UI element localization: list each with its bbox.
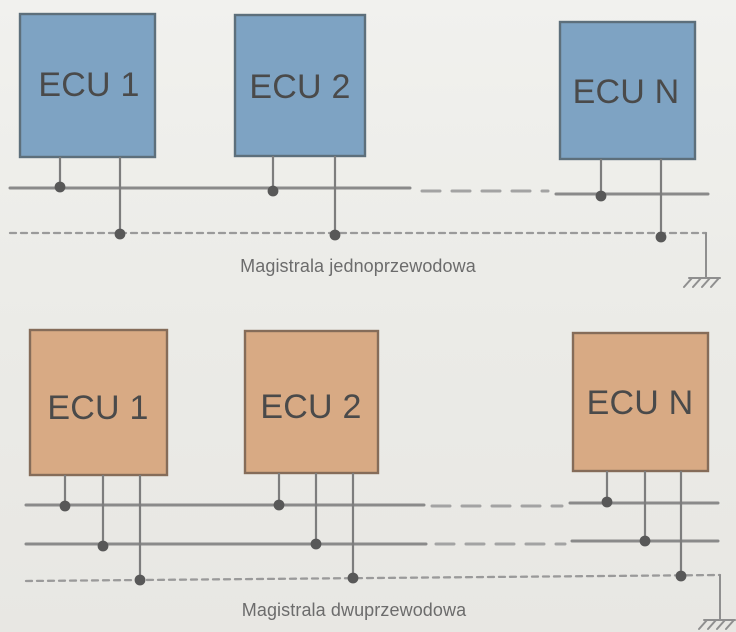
ground-symbol-icon-bottom xyxy=(698,574,736,630)
ecu-2-box-bottom xyxy=(243,329,380,475)
ecu-1-signal-node-top xyxy=(54,181,66,193)
ecu-2-label-top: ECU 2 xyxy=(249,68,350,106)
ecu-1-wire-b-node xyxy=(97,540,109,552)
ecu-1-label-top: ECU 1 xyxy=(38,66,139,104)
ecu-1-wire-a-node xyxy=(59,500,71,512)
ecu-2-wire-a-node xyxy=(273,499,285,511)
ground-reference-line-bottom xyxy=(24,573,722,583)
ecu-2-wire-b-node xyxy=(310,538,322,550)
ecu-n-ground-node-top xyxy=(655,231,667,243)
ecu-1-box-top xyxy=(18,12,157,159)
ecu-1-box-bottom xyxy=(28,328,169,477)
ecu-n-ground-node-bottom xyxy=(675,570,687,582)
ecu-n-box-bottom xyxy=(571,331,710,473)
ecu-n-label-bottom: ECU N xyxy=(587,384,694,422)
ecu-n-wire-a-node xyxy=(601,496,613,508)
two-wire-bus-caption: Magistrala dwuprzewodowa xyxy=(242,600,467,620)
ecu-2-label-bottom: ECU 2 xyxy=(260,388,361,426)
ecu-1-ground-node-bottom xyxy=(134,574,146,586)
ecu-1-ground-node-top xyxy=(114,228,126,240)
single-wire-bus-section: ECU 1 ECU 2 ECU N xyxy=(8,12,721,288)
two-wire-bus-section: ECU 1 ECU 2 ECU N xyxy=(24,328,736,630)
ecu-n-signal-node-top xyxy=(595,190,607,202)
ecu-1-label-bottom: ECU 1 xyxy=(47,389,148,427)
ground-symbol-icon-top xyxy=(683,232,721,288)
ecu-2-signal-node-top xyxy=(267,185,279,197)
ecu-n-box-top xyxy=(558,20,697,161)
ecu-2-box-top xyxy=(233,13,367,158)
single-wire-bus-caption: Magistrala jednoprzewodowa xyxy=(240,256,477,276)
ecu-n-label-top: ECU N xyxy=(573,73,680,111)
ecu-2-ground-node-bottom xyxy=(347,572,359,584)
ecu-2-ground-node-top xyxy=(329,229,341,241)
ecu-n-wire-b-node xyxy=(639,535,651,547)
